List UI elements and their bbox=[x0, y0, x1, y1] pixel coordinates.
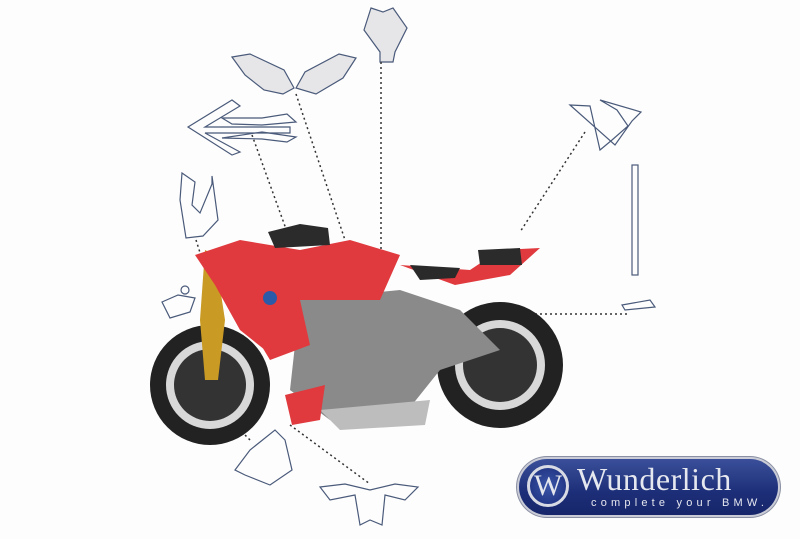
motorcycle bbox=[150, 224, 563, 445]
brand-name: Wunderlich bbox=[577, 461, 732, 497]
brand-tagline: complete your BMW. bbox=[591, 497, 769, 509]
headlight-film-left bbox=[230, 53, 295, 95]
dash-film bbox=[363, 7, 408, 63]
w-monogram-icon: W bbox=[527, 465, 569, 507]
wunderlich-logo: W Wunderlich complete your BMW. bbox=[519, 459, 778, 515]
headlight-film-right bbox=[295, 53, 357, 95]
